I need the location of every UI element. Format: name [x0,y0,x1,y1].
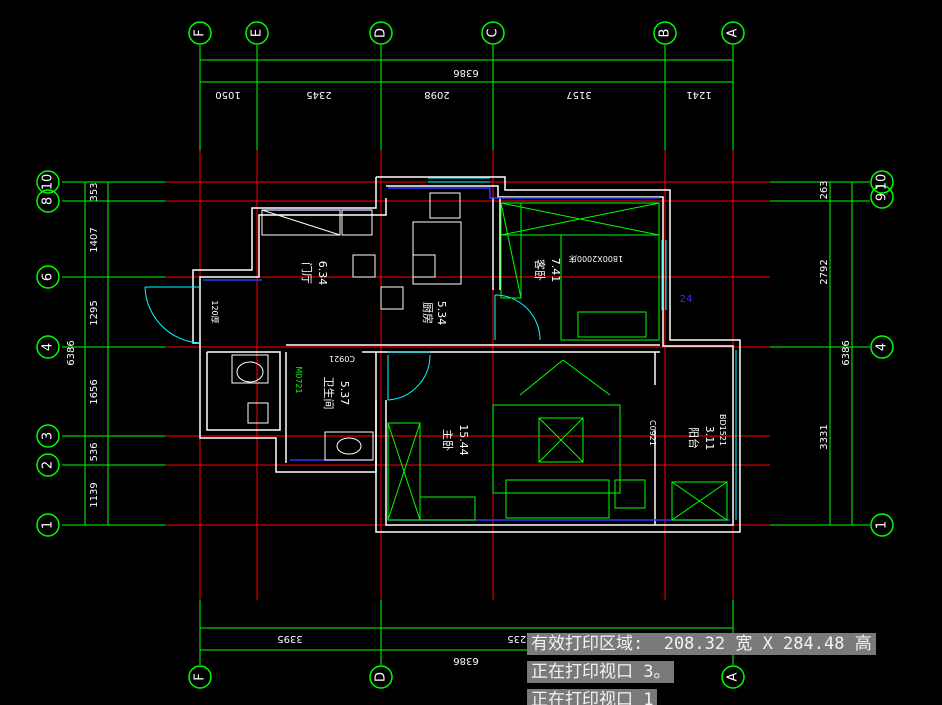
room-entry-name: 门厅 [300,262,314,284]
walls [192,176,741,533]
grid-label-left-4: 4 [41,343,56,351]
entry-wall-label: 120厚 [210,300,219,323]
grid-label-bottom-2: D [374,672,389,682]
fixtures [231,192,462,461]
grid-label-right-4: 1 [875,521,890,529]
dim-top-seg-2: 2345 [306,89,331,100]
dim-right-total: 6386 [841,340,852,365]
grid-label-left-6: 2 [41,461,56,469]
dim-bottom-seg-2: 5235 [507,633,532,644]
partitions [203,187,730,521]
dim-left-seg-4: 1656 [89,379,100,404]
furniture [387,202,728,521]
grid-label-bottom-3: A [726,672,741,681]
grid-label-left-1: 10 [41,174,56,191]
room-master-name: 主卧 [441,429,454,451]
grid-label-top-3: D [374,28,389,38]
print-area-status: 有效打印区域: 208.32 宽 X 284.48 高 [527,633,876,655]
grid-label-left-5: 3 [41,432,56,440]
dim-right-seg-1: 263 [819,180,830,199]
dim-left-seg-6: 1139 [89,482,100,507]
window-label-2: C0921 [648,420,657,446]
window-label: C0921 [329,354,355,363]
dim-top-seg-4: 3157 [566,89,591,100]
grid-label-top-5: B [658,29,673,38]
dim-top-seg-3: 2098 [424,89,449,100]
dim-top-seg-5: 1241 [686,89,711,100]
room-guest-name: 客卧 [533,259,547,281]
room-master-area: 15.44 [457,424,470,456]
annotation-label: 24 [680,294,693,305]
room-balcony-area: 3.11 [703,426,716,451]
dimension-lines [62,45,870,665]
printing-viewport-status-2: 正在打印视口 1 [527,689,658,705]
grid-axis-bubbles [36,21,894,689]
grid-label-top-6: A [726,28,741,37]
grid-label-top-2: E [250,29,265,37]
dim-right-seg-2: 2792 [819,259,830,284]
grid-label-left-2: 8 [41,197,56,205]
room-balcony-name: 阳台 [687,427,701,449]
dim-left-seg-5: 536 [89,442,100,461]
door-label: M0721 [294,366,303,393]
room-bath-area: 5.37 [338,381,351,406]
dim-left-total: 6386 [66,340,77,365]
dim-bottom-seg-1: 3395 [277,633,302,644]
room-kitchen-name: 厨房 [421,302,434,324]
dim-left-seg-3: 1295 [89,300,100,325]
grid-label-right-2: 9 [875,193,890,201]
grid-label-top-4: C [486,28,501,37]
dim-left-seg-2: 1407 [89,227,100,252]
grid-label-right-1: 10 [875,174,890,191]
dim-top-seg-1: 1050 [215,89,240,100]
room-guest-area: 7.41 [549,258,562,283]
dim-bottom-total: 6386 [453,655,478,666]
grid-label-right-3: 4 [875,343,890,351]
door-bd-label: BD1521 [718,414,727,446]
printing-viewport-status: 正在打印视口 3。 [527,661,675,683]
grid-label-bottom-1: F [193,673,208,680]
dim-right-seg-3: 3331 [819,424,830,449]
dim-left-seg-1: 353 [89,182,100,201]
door-swings [144,286,541,401]
windows [388,177,737,520]
grid-label-left-3: 6 [41,273,56,281]
grid-label-top-1: F [193,29,208,36]
room-entry-area: 6.34 [316,261,329,286]
dim-top-total: 6386 [453,67,478,78]
bed-label: 1800X2000床 [569,254,623,264]
room-bath-name: 卫生间 [322,377,336,410]
grid-label-left-7: 1 [41,521,56,529]
room-kitchen-area: 5.34 [435,301,448,326]
